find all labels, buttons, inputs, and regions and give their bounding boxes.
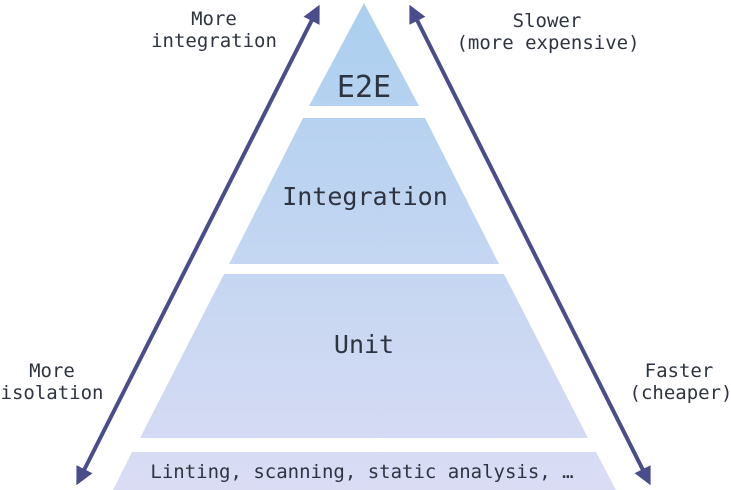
layer-static-analysis-label: Linting, scanning, static analysis, … — [150, 461, 573, 483]
annotation-slower-line2: (more expensive) — [456, 32, 639, 54]
left-axis-arrow — [76, 4, 320, 486]
right-axis-arrow — [409, 4, 651, 486]
layer-integration-label: Integration — [282, 182, 448, 211]
annotation-faster-line1: Faster — [645, 360, 714, 382]
annotation-more-integration-line1: More — [191, 8, 237, 30]
layer-unit-label: Unit — [334, 330, 394, 359]
layer-e2e-label: E2E — [337, 70, 391, 105]
annotation-more-integration-line2: integration — [151, 30, 277, 52]
layer-e2e-shape — [309, 3, 419, 106]
annotation-more-isolation-line1: More — [29, 360, 75, 382]
annotation-slower-line1: Slower — [513, 10, 582, 32]
annotation-more-isolation-line2: isolation — [1, 382, 104, 404]
annotation-faster-line2: (cheaper) — [630, 382, 731, 404]
